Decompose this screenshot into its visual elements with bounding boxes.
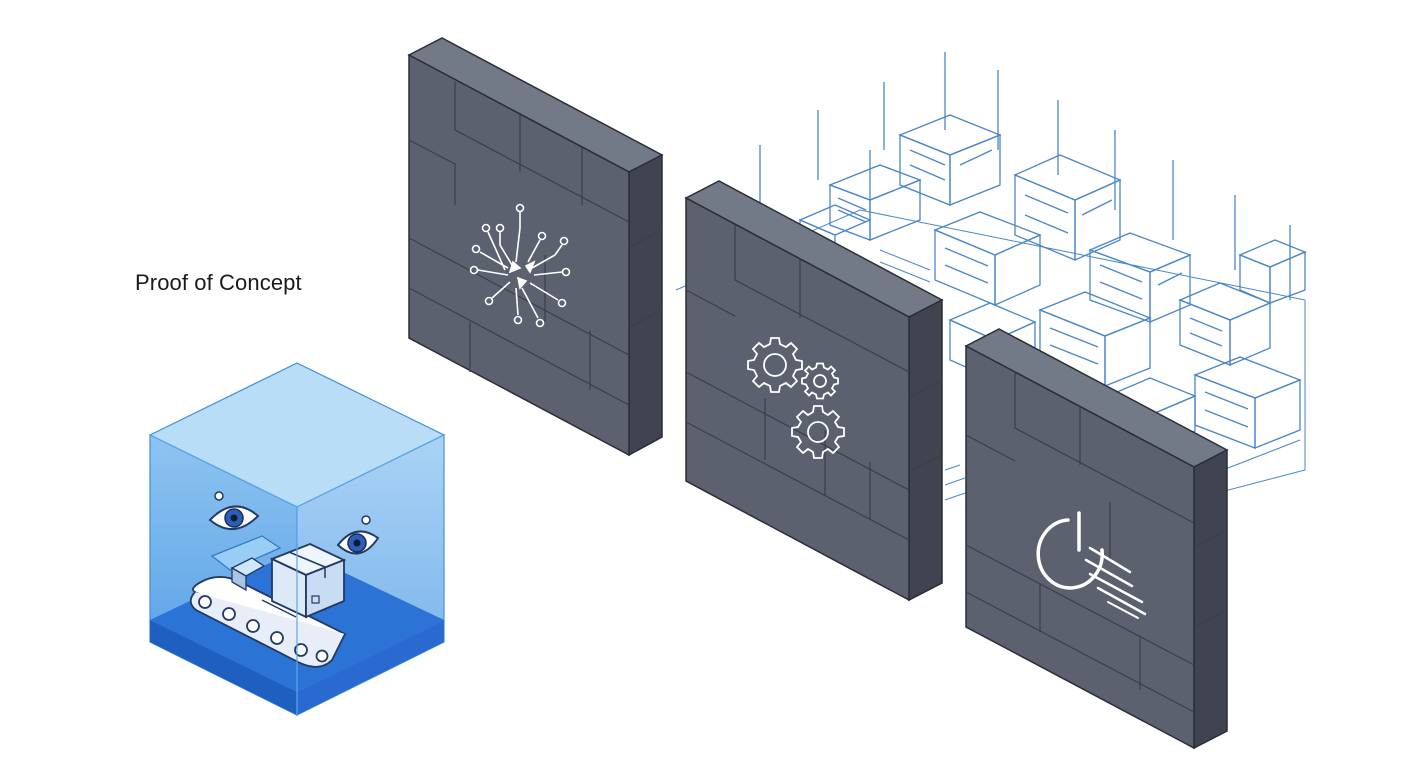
proof-of-concept-label: Proof of Concept [135,270,302,295]
wall-3 [964,328,1229,750]
gears-icon [747,337,845,459]
wall-2 [684,180,944,602]
proof-of-concept-cube-icon [148,362,446,716]
eye-icon [336,515,380,555]
scanner-icon [210,535,282,592]
wall-1 [407,37,664,457]
neural-network-icon [469,203,571,328]
conveyor-belt-icon [189,576,347,668]
package-box-icon [269,543,347,619]
power-speed-icon [1036,511,1147,619]
eye-icon [208,491,260,530]
